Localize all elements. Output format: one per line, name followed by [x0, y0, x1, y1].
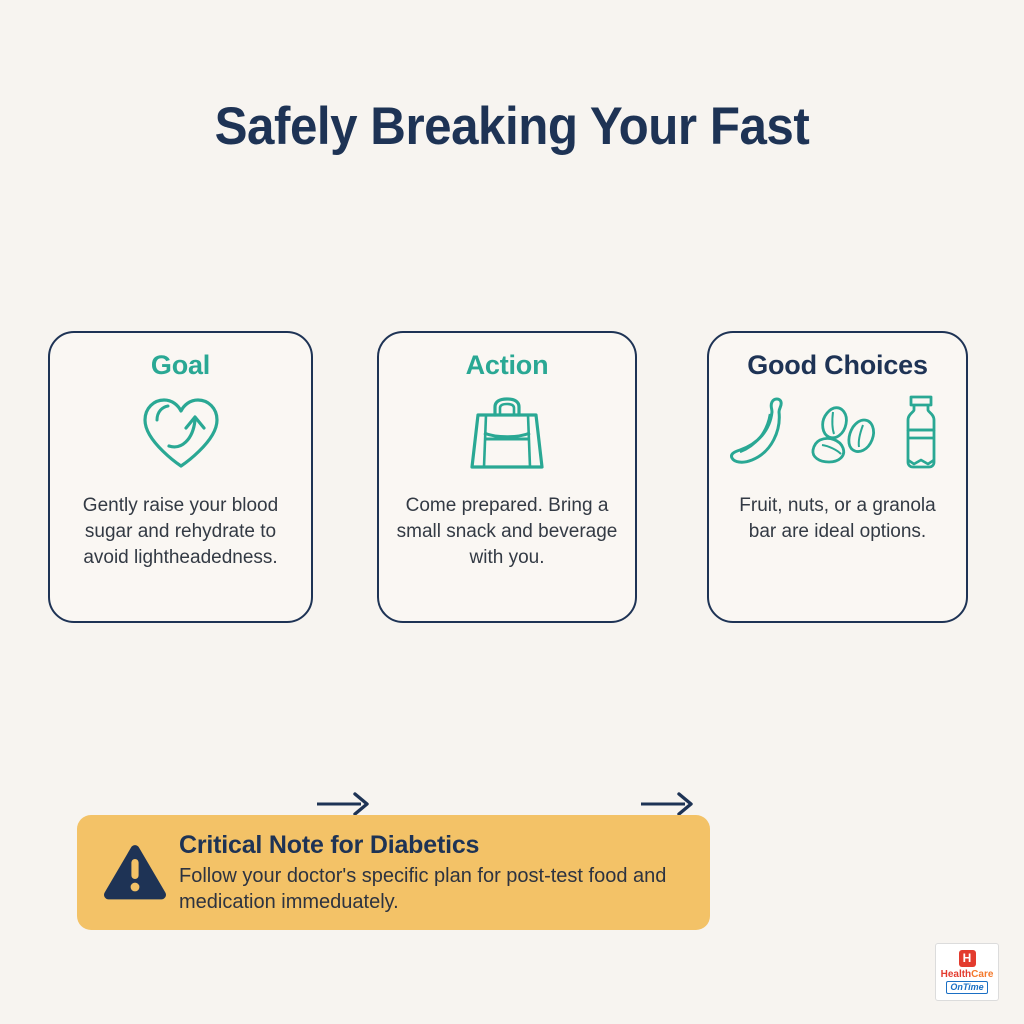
logo-h-badge-icon: H — [958, 950, 976, 967]
flow-card-title: Goal — [150, 350, 211, 380]
banner-body: Follow your doctor's specific plan for p… — [179, 864, 667, 913]
flow-diagram: Goal Gently raise your blood sugar and r… — [0, 331, 1024, 816]
logo-wordmark: HealthCare — [941, 969, 994, 980]
flow-card-good-choices: Good Choices — [707, 331, 968, 623]
logo-word-health: Health — [940, 969, 972, 980]
banana-icon — [729, 397, 783, 464]
page-title: Safely Breaking Your Fast — [214, 97, 810, 156]
arrow-right-icon — [317, 789, 377, 819]
banana-almonds-bottle-icon — [728, 391, 948, 477]
logo-word-ontime: OnTime — [946, 981, 988, 994]
healthcare-ontime-logo: H HealthCare OnTime — [935, 943, 999, 1001]
almonds-icon — [811, 405, 875, 464]
banner-text-block: Critical Note for Diabetics Follow your … — [179, 831, 688, 915]
flow-card-goal: Goal Gently raise your blood sugar and r… — [48, 331, 313, 623]
logo-word-care: Care — [971, 969, 994, 980]
water-bottle-icon — [906, 395, 935, 469]
bag-icon — [464, 391, 550, 477]
flow-card-body: Come prepared. Bring a small snack and b… — [396, 494, 618, 569]
flow-card-action: Action Come prepared. Bring a small snac… — [377, 331, 637, 623]
banner-title: Critical Note for Diabetics — [179, 830, 480, 859]
flow-card-title: Good Choices — [747, 350, 928, 380]
arrow-right-icon — [641, 789, 701, 819]
critical-note-banner: Critical Note for Diabetics Follow your … — [77, 815, 710, 930]
flow-card-body: Fruit, nuts, or a granola bar are ideal … — [739, 494, 936, 542]
flow-card-title: Action — [465, 350, 549, 380]
heart-with-up-arrow-icon — [139, 391, 223, 477]
flow-card-body: Gently raise your blood sugar and rehydr… — [82, 494, 279, 569]
warning-triangle-icon — [99, 837, 171, 909]
